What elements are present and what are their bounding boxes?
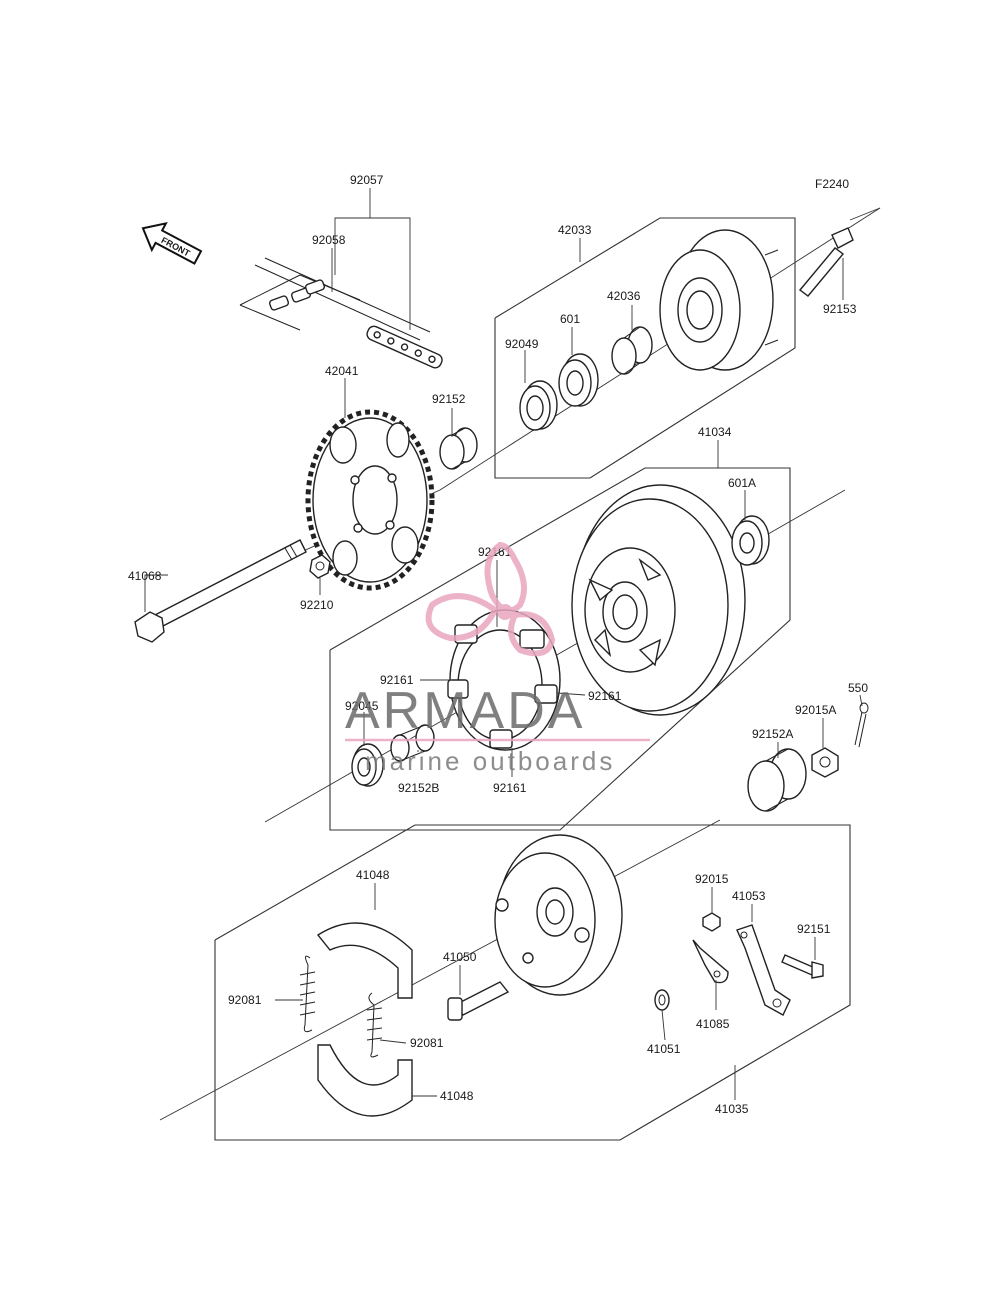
watermark: ARMADA marine outboards	[345, 541, 650, 776]
callout-42036: 42036	[607, 289, 641, 303]
watermark-tagline: marine outboards	[365, 746, 615, 776]
callout-41050: 41050	[443, 950, 477, 964]
callout-92161-left: 92161	[380, 673, 414, 687]
callout-41048-top: 41048	[356, 868, 390, 882]
indicator-41085	[692, 939, 729, 984]
axle-arrow-top	[849, 207, 881, 221]
callout-92057: 92057	[350, 173, 384, 187]
coupling-sleeve-42036	[611, 326, 653, 375]
collar-92152A	[747, 748, 807, 812]
return-spring-left	[299, 955, 316, 1033]
callout-92049: 92049	[505, 337, 539, 351]
callout-92152A: 92152A	[752, 727, 793, 741]
callout-41048-bottom: 41048	[440, 1089, 474, 1103]
axle-centerline-upper	[439, 207, 881, 491]
callout-92081-right: 92081	[410, 1036, 444, 1050]
wheel-bearing-601A	[731, 515, 770, 566]
callout-550: 550	[848, 681, 868, 695]
bearing-601	[558, 353, 599, 407]
drive-chain	[239, 257, 443, 369]
rear-wheel-rim	[571, 484, 746, 716]
callout-92015A: 92015A	[795, 703, 836, 717]
callout-92152B: 92152B	[398, 781, 439, 795]
callout-92210: 92210	[300, 598, 334, 612]
callout-41034: 41034	[698, 425, 732, 439]
brake-panel	[494, 834, 623, 996]
rear-sprocket	[305, 409, 435, 591]
leader-lines	[144, 188, 863, 1100]
bolt-92151	[781, 954, 824, 979]
callout-42041: 42041	[325, 364, 359, 378]
brake-shoe-lower	[317, 1044, 413, 1117]
callout-92161-bottom: 92161	[493, 781, 527, 795]
callout-92058: 92058	[312, 233, 346, 247]
collar-92152B	[390, 724, 435, 762]
callout-41053: 41053	[732, 889, 766, 903]
watermark-logo-propeller	[425, 541, 556, 657]
nut-92015	[702, 912, 721, 932]
frame-41035	[214, 824, 851, 1141]
callout-92015: 92015	[695, 872, 729, 886]
callout-labels: F2240 92057 92058 42033 42036 601 92049 …	[128, 173, 868, 1116]
callout-601A: 601A	[728, 476, 756, 490]
bearing-92045	[351, 743, 384, 787]
callout-41068: 41068	[128, 569, 162, 583]
frame-41034	[329, 467, 791, 831]
castle-nut-92015A	[811, 747, 839, 778]
callout-41051: 41051	[647, 1042, 681, 1056]
watermark-brand: ARMADA	[345, 682, 585, 740]
callout-601: 601	[560, 312, 580, 326]
callout-92151: 92151	[797, 922, 831, 936]
return-spring-right	[366, 992, 383, 1058]
frame-42033	[494, 217, 796, 479]
callout-41035: 41035	[715, 1102, 749, 1116]
figure-code: F2240	[815, 177, 849, 191]
callout-92161-right: 92161	[588, 689, 622, 703]
cotter-pin-550	[854, 702, 869, 748]
front-direction-arrow: FRONT	[141, 222, 203, 265]
brake-shoe-upper	[316, 922, 413, 999]
bolt-92153	[798, 227, 854, 297]
callout-92152: 92152	[432, 392, 466, 406]
rear-axle-bolt	[134, 539, 307, 643]
brake-cam-41050	[447, 981, 510, 1021]
callout-92081-left: 92081	[228, 993, 262, 1007]
callout-92153: 92153	[823, 302, 857, 316]
axle-centerline-lower	[159, 819, 721, 1121]
callout-42033: 42033	[558, 223, 592, 237]
collar-92152	[439, 427, 478, 470]
oil-seal-92049	[519, 380, 558, 431]
brake-lever-41053	[736, 924, 791, 1016]
sprocket-hub-coupling	[659, 229, 779, 371]
axle-nut	[309, 554, 331, 579]
seal-41051	[654, 989, 670, 1011]
callout-41085: 41085	[696, 1017, 730, 1031]
callout-92045: 92045	[345, 699, 379, 713]
